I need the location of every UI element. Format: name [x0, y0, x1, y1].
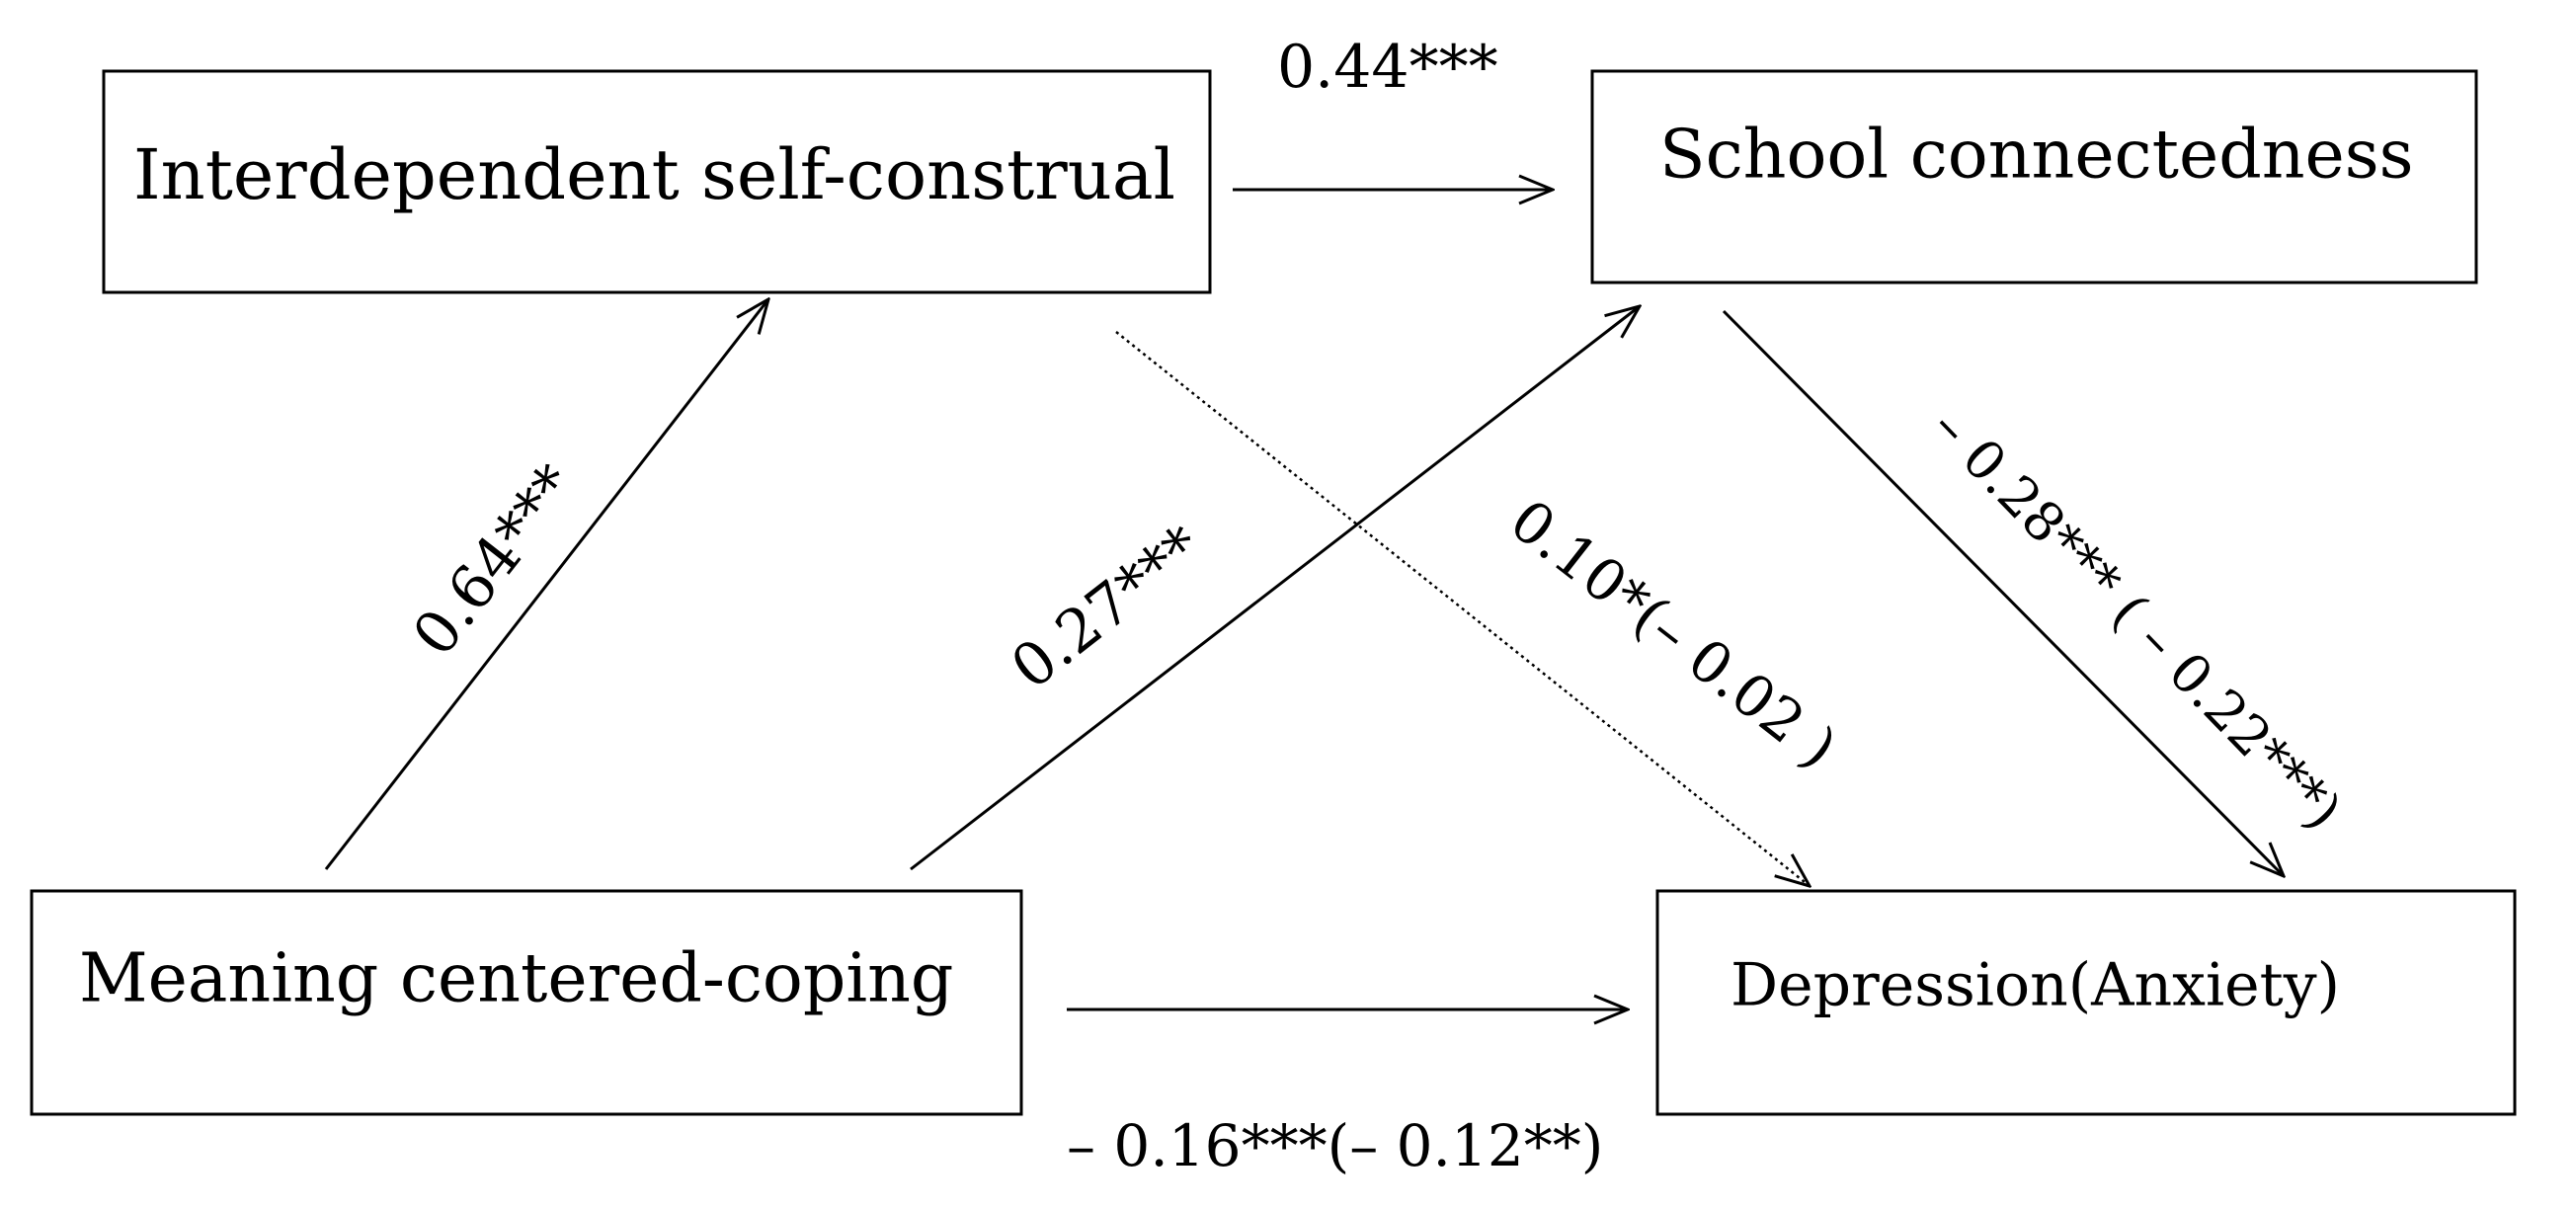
node-label: Meaning centered-coping [79, 940, 953, 1018]
path-label-construal-to-depression: 0.10*(– 0.02 ) [1497, 486, 1849, 781]
path-label-coping-to-connectedness: 0.27*** [999, 513, 1215, 703]
arrow-connectedness-to-depression [1722, 309, 2284, 876]
path-label-coping-to-construal: 0.64*** [400, 452, 591, 669]
node-depression-anxiety: Depression(Anxiety) [1655, 889, 2517, 1116]
node-label: School connectedness [1659, 117, 2414, 195]
node-box [102, 69, 1212, 294]
path-label-construal-to-connectedness: 0.44*** [1277, 33, 1498, 102]
path-label-coping-to-depression: – 0.16***(– 0.12**) [1067, 1112, 1603, 1179]
arrow-construal-to-depression [1115, 331, 1810, 886]
node-box [1590, 69, 2478, 284]
node-label: Depression(Anxiety) [1731, 951, 2340, 1020]
node-meaning-centered-coping: Meaning centered-coping [30, 889, 1023, 1116]
node-label: Interdependent self-construal [133, 134, 1175, 215]
node-box [30, 889, 1023, 1116]
path-label-connectedness-to-depression: – 0.28*** ( – 0.22***) [1920, 395, 2354, 842]
node-box [1655, 889, 2517, 1116]
arrow-coping-to-connectedness [910, 306, 1640, 871]
node-school-connectedness: School connectedness [1590, 69, 2478, 284]
node-interdependent-self-construal: Interdependent self-construal [102, 69, 1212, 294]
arrow-coping-to-construal [324, 299, 768, 870]
